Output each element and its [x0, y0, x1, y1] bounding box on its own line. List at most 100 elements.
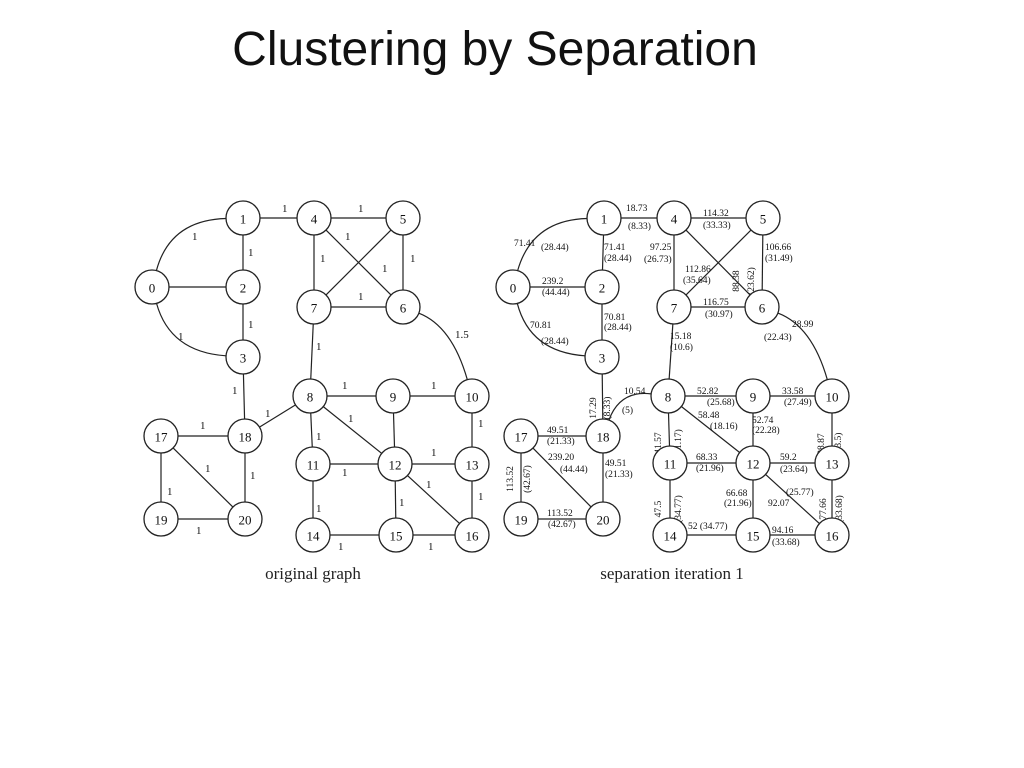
original-edge-label: 1: [399, 497, 405, 509]
node-circle: [295, 446, 331, 482]
original-edge-label: 1: [358, 203, 364, 215]
node-label: 2: [240, 281, 247, 296]
separation-node-18: 18: [585, 418, 621, 454]
original-node-19: 19: [143, 501, 179, 537]
separation-edge-label: (42.67): [522, 465, 533, 493]
original-edge-label: 1: [428, 541, 434, 553]
separation-node-8: 8: [650, 378, 686, 414]
separation-edge-label: (28.44): [604, 253, 632, 264]
original-node-8: 8: [292, 378, 328, 414]
separation-edge-label: (35.64): [683, 275, 711, 286]
separation-edge-label: 92.07: [768, 499, 790, 509]
node-circle: [385, 200, 421, 236]
original-node-1: 1: [225, 200, 261, 236]
separation-edge-label: 66.68: [726, 489, 748, 499]
node-label: 5: [400, 212, 407, 227]
node-circle: [744, 289, 780, 325]
separation-edge-label: (25.77): [786, 487, 814, 498]
separation-edge-label: 94.16: [772, 526, 794, 536]
node-label: 1: [240, 212, 247, 227]
original-edge-12-15: [394, 480, 397, 519]
separation-edge-1-2: [601, 234, 605, 271]
separation-edge-label: (34.77): [673, 495, 684, 523]
node-circle: [385, 289, 421, 325]
node-circle: [656, 289, 692, 325]
separation-edge-label: (28.44): [541, 336, 569, 347]
node-circle: [584, 339, 620, 375]
separation-edge-label: (8.33): [602, 397, 613, 420]
original-node-15: 15: [378, 517, 414, 553]
original-edge-7-8: [310, 323, 314, 380]
original-node-3: 3: [225, 339, 261, 375]
original-node-13: 13: [454, 446, 490, 482]
original-edge-label: 1: [342, 380, 348, 392]
separation-edge-label: 88.38: [732, 270, 742, 292]
original-edge-label: 1: [431, 447, 437, 459]
node-label: 7: [671, 301, 678, 316]
node-label: 16: [826, 529, 840, 544]
node-label: 11: [664, 457, 677, 472]
node-circle: [585, 501, 621, 537]
separation-node-2: 2: [584, 269, 620, 305]
original-edge-6-10: [418, 312, 468, 380]
original-edge-label: 1: [192, 231, 198, 243]
separation-node-15: 15: [735, 517, 771, 553]
separation-edge-label: 71.41: [514, 239, 536, 249]
original-edge-label: 1: [410, 253, 416, 265]
separation-edge-label: 17.29: [589, 397, 599, 419]
separation-edge-5-6: [761, 234, 764, 291]
original-edge-label: 1: [320, 253, 326, 265]
node-circle: [650, 378, 686, 414]
separation-node-7: 7: [656, 289, 692, 325]
node-label: 18: [597, 430, 610, 445]
separation-edge-label: 239.20: [548, 453, 574, 463]
separation-edge-label: 33.58: [782, 387, 804, 397]
node-circle: [586, 200, 622, 236]
original-edge-label: 1: [382, 263, 388, 275]
node-label: 18: [239, 430, 252, 445]
separation-node-6: 6: [744, 289, 780, 325]
separation-edge-label: (26.73): [644, 254, 672, 265]
separation-node-3: 3: [584, 339, 620, 375]
node-label: 4: [671, 212, 678, 227]
separation-node-11: 11: [652, 445, 688, 481]
separation-edge-17-20: [532, 447, 592, 508]
separation-edge-label: 68.33: [696, 453, 718, 463]
node-label: 17: [515, 430, 529, 445]
node-circle: [503, 501, 539, 537]
original-edge-0-3: [155, 303, 227, 357]
node-label: 2: [599, 281, 606, 296]
separation-edge-label: (10.6): [670, 342, 693, 353]
original-edge-label: 1: [316, 431, 322, 443]
slide-title: Clustering by Separation: [232, 23, 758, 76]
original-edge-8-11: [310, 412, 313, 448]
node-circle: [656, 200, 692, 236]
node-label: 12: [389, 458, 402, 473]
separation-edge-label: (44.44): [542, 287, 570, 298]
node-label: 3: [240, 351, 247, 366]
separation-edge-label: (21.17): [673, 429, 684, 457]
separation-node-4: 4: [656, 200, 692, 236]
original-edge-label: 1: [426, 479, 432, 491]
original-edge-label: 1: [358, 291, 364, 303]
node-circle: [225, 269, 261, 305]
node-circle: [735, 445, 771, 481]
separation-edge-label: (33.33): [703, 220, 731, 231]
original-node-12: 12: [377, 446, 413, 482]
original-node-14: 14: [295, 517, 331, 553]
node-circle: [296, 200, 332, 236]
node-circle: [227, 501, 263, 537]
separation-caption: separation iteration 1: [600, 564, 744, 583]
separation-node-13: 13: [814, 445, 850, 481]
node-label: 3: [599, 351, 606, 366]
node-circle: [143, 501, 179, 537]
separation-edge-label: 114.32: [703, 209, 729, 219]
separation-edge-label: 59.2: [780, 453, 797, 463]
separation-edge-label: 15.18: [670, 332, 692, 342]
separation-edge-8-12: [680, 406, 741, 453]
original-edge-12-16: [407, 475, 460, 524]
node-label: 0: [149, 281, 156, 296]
original-node-4: 4: [296, 200, 332, 236]
original-edge-label: 1: [478, 491, 484, 503]
